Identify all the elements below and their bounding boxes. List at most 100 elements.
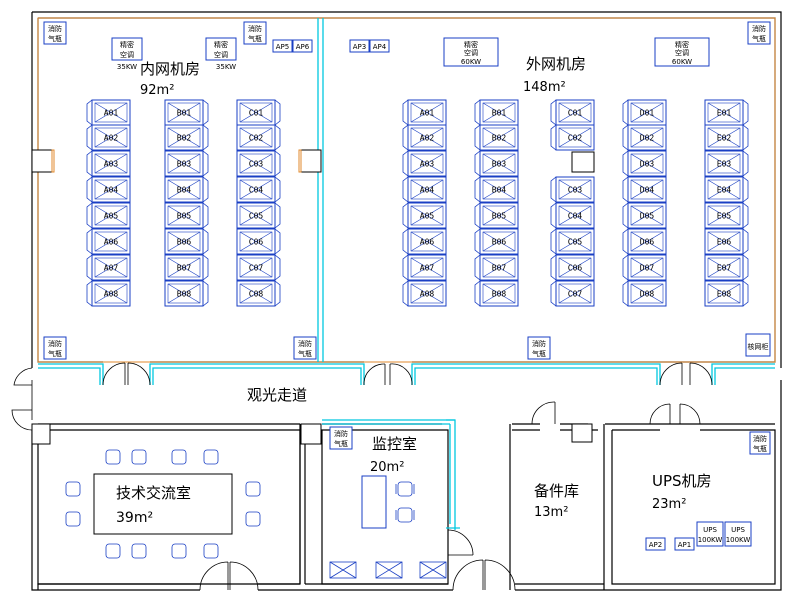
svg-text:气瓶: 气瓶 (334, 439, 348, 448)
glass-walls (38, 18, 775, 530)
rack: E05 (704, 202, 749, 229)
rack-label: C05 (568, 238, 583, 247)
rack: A08 (402, 280, 447, 307)
rack-label: A05 (420, 212, 435, 221)
rack-label: B06 (177, 238, 192, 247)
rack-label: E04 (717, 186, 732, 195)
svg-text:UPS: UPS (703, 526, 717, 534)
svg-text:气瓶: 气瓶 (298, 349, 312, 358)
svg-text:100KW: 100KW (698, 536, 723, 544)
rack-label: B02 (177, 134, 192, 143)
rack: A03 (402, 150, 447, 177)
rack-label: B07 (492, 264, 507, 273)
svg-text:空调: 空调 (464, 48, 478, 57)
rack-label: B05 (492, 212, 507, 221)
rack-label: D02 (640, 134, 655, 143)
rack: C02 (236, 124, 281, 151)
rack-label: A07 (420, 264, 435, 273)
rack-label: C06 (249, 238, 264, 247)
power-panel: AP4 (369, 39, 390, 53)
room-area-inner: 92m² (140, 83, 174, 98)
rack: A08 (86, 280, 131, 307)
rack: D08 (622, 280, 667, 307)
room-area-ups: 23m² (652, 497, 686, 512)
power-panel: AP5 (272, 39, 293, 53)
rack: D04 (622, 176, 667, 203)
monitor-desk (361, 475, 387, 529)
svg-text:气瓶: 气瓶 (753, 444, 767, 453)
rack: E02 (704, 124, 749, 151)
rack: E06 (704, 228, 749, 255)
rack-label: E07 (717, 264, 732, 273)
rack: C05 (236, 202, 281, 229)
room-area-exchange: 39m² (116, 510, 153, 526)
svg-text:消防: 消防 (532, 339, 546, 348)
rack-label: A05 (104, 212, 119, 221)
corridor-label: 观光走道 (247, 386, 307, 404)
columns (31, 149, 595, 445)
rack: D06 (622, 228, 667, 255)
rack-label: D08 (640, 290, 655, 299)
rack: B02 (164, 124, 209, 151)
walls (31, 11, 782, 591)
rack-label: A08 (104, 290, 119, 299)
rack: C03 (550, 176, 595, 203)
rack-label: C04 (568, 212, 583, 221)
rack: A04 (86, 176, 131, 203)
rack: A07 (402, 254, 447, 281)
rack: A01 (402, 99, 447, 126)
rack: C06 (236, 228, 281, 255)
rack-label: A04 (104, 186, 119, 195)
rack: C07 (236, 254, 281, 281)
rack-label: B08 (492, 290, 507, 299)
svg-text:精密: 精密 (120, 40, 134, 49)
rack-label: C05 (249, 212, 264, 221)
special-rack: 核网柜 (745, 333, 771, 357)
rack-label: B04 (177, 186, 192, 195)
svg-text:AP3: AP3 (353, 43, 366, 51)
svg-text:空调: 空调 (214, 50, 228, 59)
rack-label: C04 (249, 186, 264, 195)
rack-label: C02 (249, 134, 264, 143)
rack-layer: A01A02A03A04A05A06A07A08B01B02B03B04B05B… (86, 99, 749, 307)
rack-label: E02 (717, 134, 732, 143)
rack-label: E06 (717, 238, 732, 247)
rack-label: C01 (568, 109, 583, 118)
rack: D07 (622, 254, 667, 281)
rack: A02 (86, 124, 131, 151)
rack-label: D03 (640, 160, 655, 169)
svg-text:消防: 消防 (298, 339, 312, 348)
rack: B01 (474, 99, 519, 126)
rack: B05 (474, 202, 519, 229)
rack-label: A03 (420, 160, 435, 169)
rack-label: B06 (492, 238, 507, 247)
rack: C07 (550, 280, 595, 307)
svg-text:AP1: AP1 (678, 541, 691, 549)
rack: E03 (704, 150, 749, 177)
rack-label: C02 (568, 134, 583, 143)
rack: B04 (164, 176, 209, 203)
rack: B05 (164, 202, 209, 229)
rack: E07 (704, 254, 749, 281)
svg-text:消防: 消防 (753, 434, 767, 443)
rack-label: A08 (420, 290, 435, 299)
rack: C05 (550, 228, 595, 255)
rack-label: B08 (177, 290, 192, 299)
rack: B03 (164, 150, 209, 177)
rack-label: B03 (177, 160, 192, 169)
room-name-spare: 备件库 (534, 482, 579, 500)
rack: C01 (550, 99, 595, 126)
